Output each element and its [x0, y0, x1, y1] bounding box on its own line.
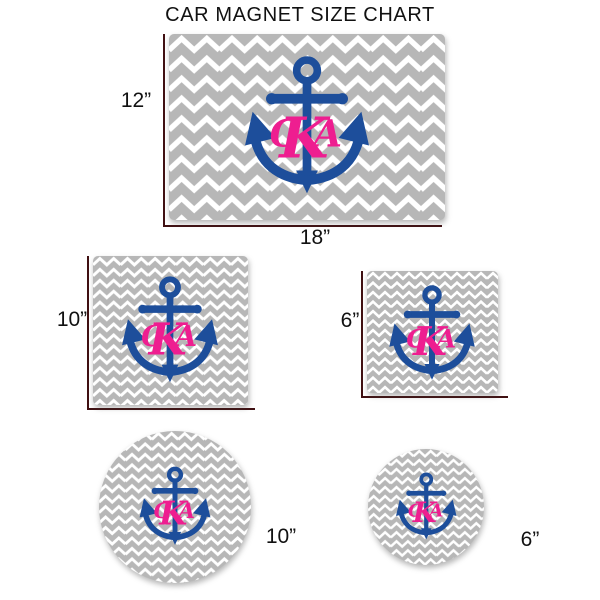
size-label-circle10: 10” [265, 525, 297, 548]
size-label-square10: 10” [56, 308, 88, 331]
magnet-square-10 [93, 256, 248, 405]
size-label-square6: 6” [340, 309, 360, 332]
dimension-line-square6-height [361, 271, 363, 398]
magnet-rectangle-18x12 [169, 34, 445, 220]
dimension-line-square6-width [361, 396, 508, 398]
size-label-circle6: 6” [520, 528, 540, 551]
size-label-rect-width: 18” [299, 226, 331, 249]
dimension-line-rect-width [163, 225, 442, 227]
magnet-square-6 [367, 271, 498, 393]
size-label-rect-height: 12” [120, 89, 152, 112]
magnet-circle-10 [99, 431, 251, 583]
dimension-line-rect-height [163, 34, 165, 227]
dimension-line-square10-height [87, 256, 89, 410]
page-title: CAR MAGNET SIZE CHART [165, 4, 435, 26]
dimension-line-square10-width [87, 408, 255, 410]
magnet-circle-6 [368, 449, 484, 565]
